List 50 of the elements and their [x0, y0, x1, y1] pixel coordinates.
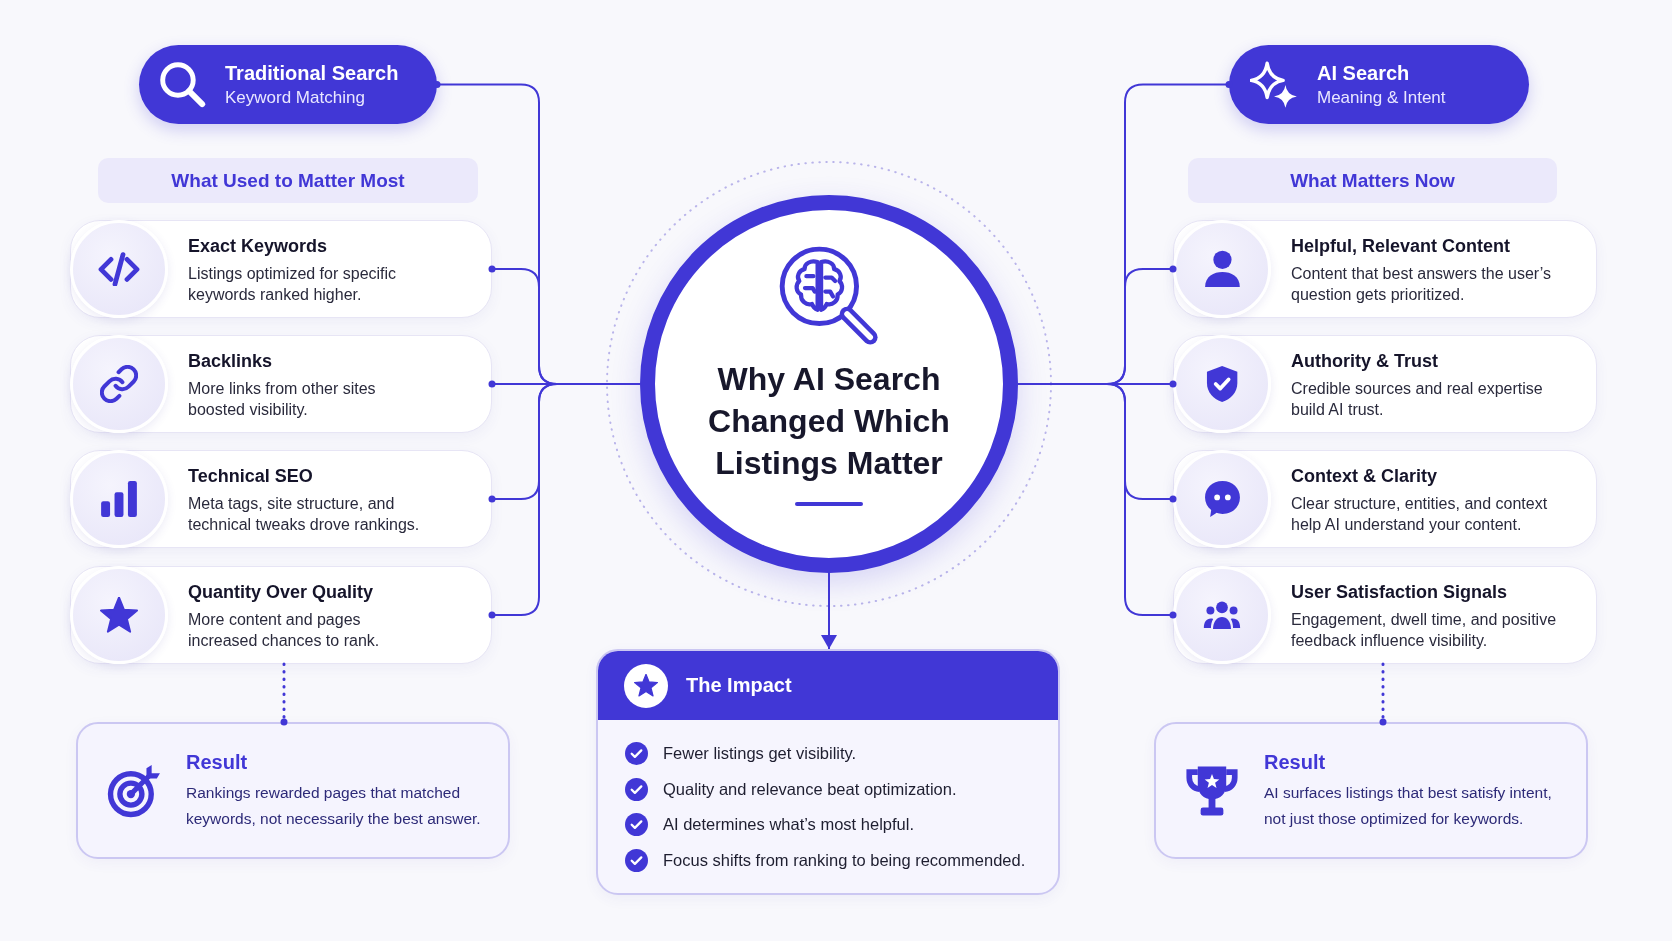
factor-card	[70, 220, 492, 318]
factor-description: Listings optimized for specific keywords ranked higher.	[188, 263, 398, 305]
factor-card	[70, 450, 492, 548]
factor-title: Backlinks	[188, 349, 274, 373]
result-title: Result	[1264, 750, 1327, 775]
mode-title: AI Search	[1317, 60, 1411, 86]
factor-card	[70, 335, 492, 433]
factor-description: Content that best answers the user’s question gets prioritized.	[1291, 263, 1552, 305]
factor-description: Clear structure, entities, and context help AI understand your content.	[1291, 493, 1549, 535]
impact-point: Focus shifts from ranking to being recommended.	[663, 850, 1026, 870]
factor-description: More content and pages increased chances to rank.	[188, 609, 381, 651]
impact-point: Fewer listings get visibility.	[663, 744, 857, 764]
connector-line	[1017, 383, 1177, 619]
mode-title: Traditional Search	[225, 60, 399, 86]
factor-title: Exact Keywords	[188, 234, 329, 258]
factor-description: Credible sources and real expertise build AI trust.	[1291, 378, 1544, 420]
factor-title: User Satisfaction Signals	[1291, 580, 1509, 604]
factor-card	[1173, 566, 1597, 664]
factor-card	[1173, 450, 1597, 548]
section-heading: What Matters Now	[1290, 169, 1455, 192]
impact-point: Quality and relevance beat optimization.	[663, 779, 957, 799]
result-description: AI surfaces listings that best satisfy intent, not just those optimized for keywords.	[1264, 783, 1553, 829]
result-panel	[76, 722, 510, 859]
impact-heading: The Impact	[686, 674, 792, 697]
section-heading: What Used to Matter Most	[171, 169, 405, 192]
pill-banner	[1229, 45, 1529, 124]
factor-card	[1173, 335, 1597, 433]
factor-title: Technical SEO	[188, 464, 314, 488]
factor-title: Context & Clarity	[1291, 464, 1439, 488]
result-panel	[1154, 722, 1588, 859]
factor-title: Authority & Trust	[1291, 349, 1439, 373]
mode-subtitle: Keyword Matching	[225, 86, 366, 109]
impact-panel	[596, 649, 1060, 895]
connector-line	[488, 383, 641, 619]
dotted-connector	[1379, 662, 1387, 726]
factor-card	[1173, 220, 1597, 318]
factor-description: Engagement, dwell time, and positive feedback influence visibility.	[1291, 609, 1558, 651]
factor-description: More links from other sites boosted visibility.	[188, 378, 377, 420]
result-description: Rankings rewarded pages that matched keywords, not necessarily the best answer.	[186, 783, 482, 829]
dotted-connector	[280, 662, 288, 726]
main-title: Why AI Search Changed Which Listings Matter	[707, 360, 951, 483]
factor-title: Helpful, Relevant Content	[1291, 234, 1511, 258]
pill-banner	[139, 45, 437, 124]
impact-point: AI determines what’s most helpful.	[663, 815, 914, 835]
factor-title: Quantity Over Quality	[188, 580, 375, 604]
arrow	[821, 572, 837, 650]
factor-description: Meta tags, site structure, and technical tweaks drove rankings.	[188, 493, 421, 535]
factor-card	[70, 566, 492, 664]
result-title: Result	[186, 750, 249, 775]
mode-subtitle: Meaning & Intent	[1317, 86, 1446, 109]
